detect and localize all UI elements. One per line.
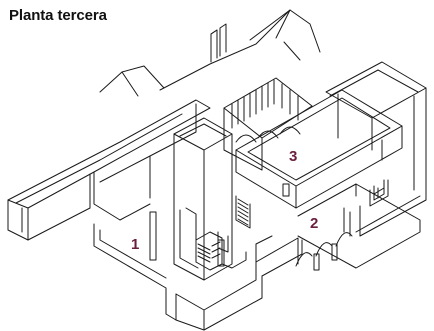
room-label-2: 2 (310, 215, 318, 232)
columns (149, 211, 225, 267)
stairs-upper (235, 195, 251, 229)
arcade (295, 232, 353, 271)
page-title: Planta tercera (9, 7, 107, 24)
front-walls (93, 223, 303, 331)
room-label-3: 3 (289, 148, 297, 165)
room-label-1: 1 (131, 236, 139, 253)
upper-block (235, 89, 403, 209)
courtyard (223, 77, 313, 171)
background-roofs (99, 9, 321, 97)
left-wing (7, 99, 211, 241)
chimney (210, 23, 227, 63)
right-enclosure (297, 179, 421, 269)
right-wing (325, 61, 427, 237)
tower (173, 117, 233, 281)
